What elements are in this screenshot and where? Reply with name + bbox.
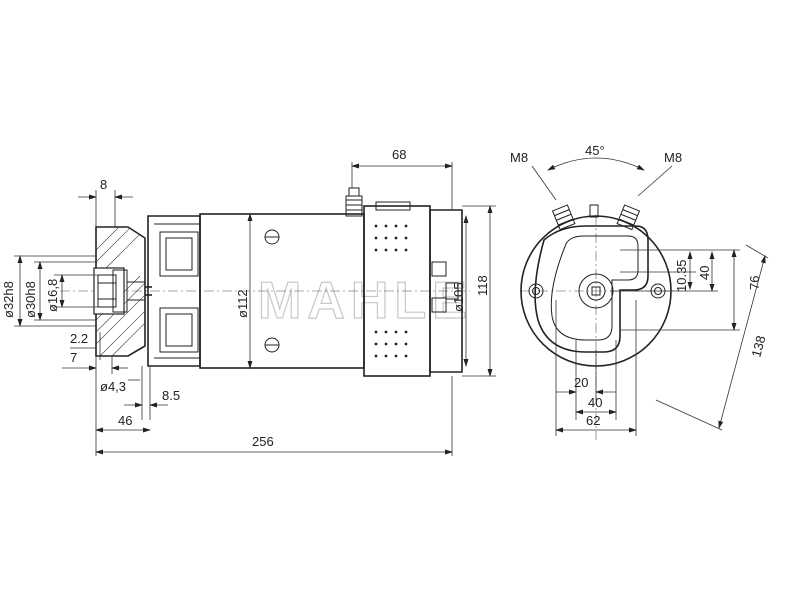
label-m8-left: M8 [510, 150, 528, 165]
dim-62: 62 [586, 413, 600, 428]
dim-7: 7 [70, 350, 77, 365]
side-view: 68 8 ø112 ø105 118 ø32h8 ø30h8 [1, 147, 496, 456]
dim-46: 46 [118, 413, 132, 428]
dim-d16-8: ø16,8 [45, 279, 60, 312]
side-dimensions: 68 8 ø112 ø105 118 ø32h8 ø30h8 [1, 147, 496, 456]
mahle-watermark: MAHLE [258, 272, 473, 330]
dim-d30h8: ø30h8 [23, 281, 38, 318]
dim-76: 76 [747, 276, 762, 290]
terminal-left [551, 204, 576, 231]
terminal-right [616, 204, 641, 231]
end-dimensions: M8 M8 45° 10.35 40 76 138 [510, 143, 769, 436]
dim-20: 20 [574, 375, 588, 390]
motor-housing [147, 187, 463, 377]
dim-256: 256 [252, 434, 274, 449]
dim-10-35: 10.35 [674, 259, 689, 292]
dim-2-2: 2.2 [70, 331, 88, 346]
mounting-flange [93, 226, 152, 357]
dim-8-5: 8.5 [162, 388, 180, 403]
dim-d112: ø112 [235, 289, 250, 318]
end-view: M8 M8 45° 10.35 40 76 138 [510, 143, 769, 440]
label-m8-right: M8 [664, 150, 682, 165]
dim-d4-3: ø4,3 [100, 379, 126, 394]
dim-d105: ø105 [451, 282, 466, 312]
dim-40-vertical: 40 [697, 266, 712, 280]
label-angle-45: 45° [585, 143, 605, 158]
dim-68: 68 [392, 147, 406, 162]
dim-40-horizontal: 40 [588, 395, 602, 410]
dim-d32h8: ø32h8 [1, 281, 16, 318]
dim-138: 138 [748, 334, 768, 359]
vent-holes [374, 224, 408, 358]
dim-118: 118 [475, 275, 490, 296]
dim-8: 8 [100, 177, 107, 192]
